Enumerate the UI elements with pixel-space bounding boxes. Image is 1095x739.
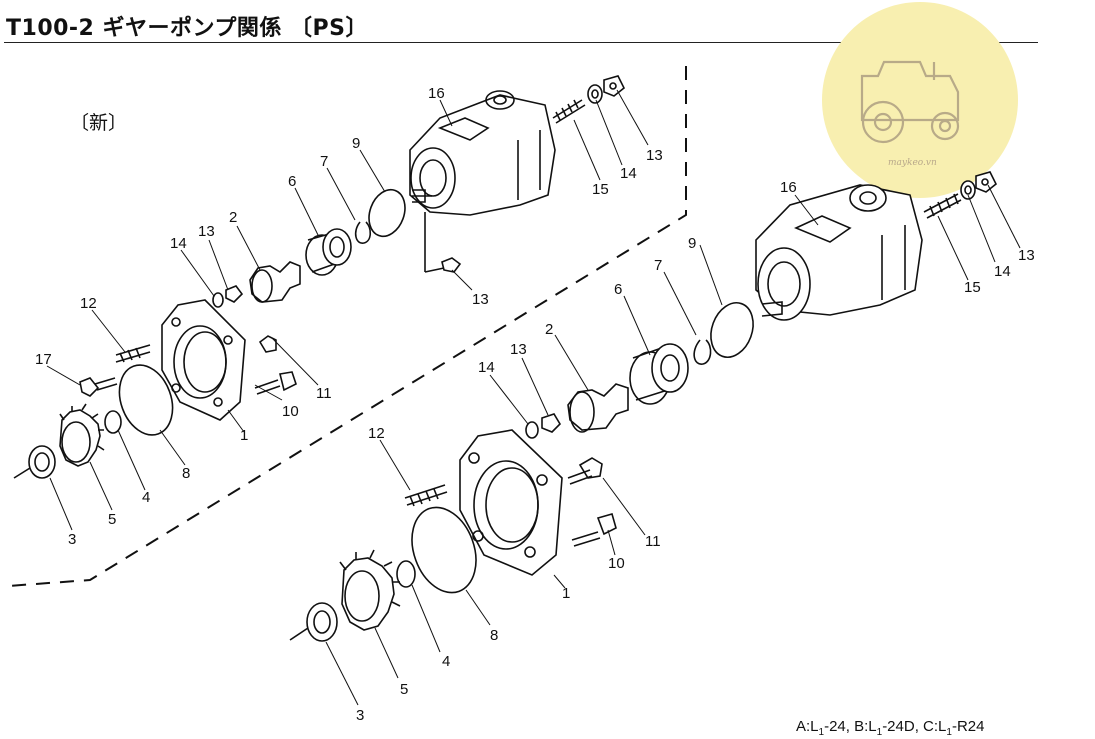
callout-13-old: 13 [1018, 247, 1035, 264]
callout-3-new: 3 [68, 531, 76, 548]
callout-11-old: 11 [645, 533, 661, 550]
callout-9-old: 9 [688, 235, 696, 252]
model-b-rest: -24D, [882, 718, 919, 735]
leader-lines [46, 89, 1021, 706]
pump-body-old [755, 184, 923, 321]
model-c-rest: -R24 [951, 718, 985, 735]
tractor-icon [860, 60, 960, 144]
model-a-sub: 1 [818, 727, 825, 738]
callout-3-old: 3 [356, 707, 364, 724]
flange-new [161, 299, 246, 421]
flange-old [459, 429, 563, 576]
assembly-new [13, 75, 626, 479]
gear-5-old [339, 549, 401, 631]
callout-2-new: 2 [229, 209, 237, 226]
callout-5-old: 5 [400, 681, 408, 698]
callouts-new-version: 16 9 7 6 2 13 14 12 17 10 11 1 8 4 5 3 1… [35, 85, 663, 548]
callout-14-old-mid: 14 [478, 359, 495, 376]
callout-8-new: 8 [182, 465, 190, 482]
callout-13-new-lower: 13 [472, 291, 489, 308]
variant-label-new: 〔新〕 [70, 112, 128, 134]
callout-9-new: 9 [352, 135, 360, 152]
watermark-logo: maykeo.vn [822, 2, 1018, 198]
gear-5-new [59, 403, 105, 467]
callout-8-old: 8 [490, 627, 498, 644]
pump-body-new [409, 90, 556, 216]
callout-15-old: 15 [964, 279, 981, 296]
separator-dashed-line [7, 66, 687, 587]
model-c-sub: 1 [946, 727, 952, 738]
callouts-old-version: 16 15 14 13 9 7 6 2 13 14 12 11 10 1 8 4… [356, 179, 1035, 724]
model-a-rest: -24, [824, 718, 850, 735]
callout-1-old: 1 [562, 585, 570, 602]
watermark-text: maykeo.vn [888, 158, 937, 168]
callout-5-new: 5 [108, 511, 116, 528]
callout-14-new: 14 [170, 235, 187, 252]
model-applicability-footnote: A:L1-24, B:L1-24D, C:L1-R24 [796, 718, 984, 738]
model-c-label: C:L [923, 718, 947, 735]
model-b-sub: 1 [876, 727, 883, 738]
callout-1-new: 1 [240, 427, 248, 444]
callout-2-old: 2 [545, 321, 553, 338]
callout-11-new: 11 [316, 385, 332, 402]
callout-10-new: 10 [282, 403, 299, 420]
callout-6-old: 6 [614, 281, 622, 298]
callout-12-new: 12 [80, 295, 97, 312]
title-rule [4, 42, 1038, 43]
model-a-label: A:L [796, 718, 819, 735]
callout-13-new-top: 13 [646, 147, 663, 164]
page-title: T100-2 ギヤーポンプ関係 〔PS〕 [6, 16, 368, 41]
callout-6-new: 6 [288, 173, 296, 190]
callout-16-old: 16 [780, 179, 797, 196]
callout-15-new: 15 [592, 181, 609, 198]
callout-14-new-top: 14 [620, 165, 637, 182]
stud-15-new [552, 99, 586, 124]
callout-14-old: 14 [994, 263, 1011, 280]
callout-4-old: 4 [442, 653, 450, 670]
callout-17-new: 17 [35, 351, 52, 368]
callout-13-new: 13 [198, 223, 215, 240]
callout-13-old-mid: 13 [510, 341, 527, 358]
callout-4-new: 4 [142, 489, 150, 506]
assembly-old [289, 171, 998, 642]
callout-12-old: 12 [368, 425, 385, 442]
callout-16-new: 16 [428, 85, 445, 102]
callout-7-new: 7 [320, 153, 328, 170]
model-b-label: B:L [854, 718, 877, 735]
callout-10-old: 10 [608, 555, 625, 572]
callout-7-old: 7 [654, 257, 662, 274]
